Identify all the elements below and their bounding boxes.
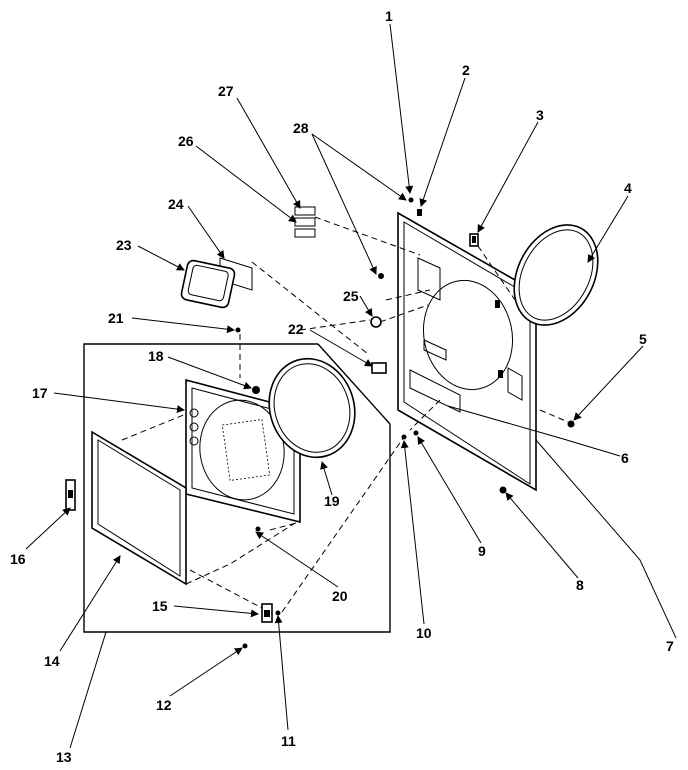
callout-12: 12 xyxy=(156,697,172,713)
door-assembly-box xyxy=(83,343,391,633)
hinge-bracket xyxy=(469,233,479,247)
callout-27: 27 xyxy=(218,83,234,99)
callout-5: 5 xyxy=(639,331,647,347)
screw-12 xyxy=(242,643,248,649)
callout-9: 9 xyxy=(478,543,486,559)
callout-19: 19 xyxy=(324,493,340,509)
door-glass-ring xyxy=(268,357,356,459)
callout-2: 2 xyxy=(462,62,470,78)
callout-11: 11 xyxy=(281,733,296,749)
callout-16: 16 xyxy=(10,551,26,567)
callout-10: 10 xyxy=(416,625,432,641)
control-housing xyxy=(180,257,253,309)
screw xyxy=(408,197,414,203)
clip xyxy=(417,209,422,216)
callout-7: 7 xyxy=(666,638,674,654)
screw-18 xyxy=(252,386,260,394)
callout-20: 20 xyxy=(332,588,348,604)
screw-20 xyxy=(255,526,261,532)
callout-21: 21 xyxy=(108,310,124,326)
callout-14: 14 xyxy=(44,653,60,669)
callout-23: 23 xyxy=(116,237,132,253)
callout-24: 24 xyxy=(168,196,184,212)
screw-9 xyxy=(413,430,419,436)
screw-28 xyxy=(378,273,384,279)
callout-25: 25 xyxy=(343,288,359,304)
door-latch xyxy=(65,479,76,511)
callout-3: 3 xyxy=(536,107,544,123)
screw-5 xyxy=(567,420,575,428)
screw-21 xyxy=(235,327,241,333)
screw-11 xyxy=(275,610,281,616)
callout-15: 15 xyxy=(152,598,168,614)
callout-8: 8 xyxy=(576,577,584,593)
callout-28: 28 xyxy=(293,120,309,136)
connector xyxy=(371,362,387,374)
callout-13: 13 xyxy=(56,749,72,765)
callout-17: 17 xyxy=(32,385,48,401)
door-seal-ring xyxy=(513,224,599,326)
screw-25 xyxy=(370,316,382,328)
screw-8 xyxy=(499,486,507,494)
lower-hinge xyxy=(261,603,273,623)
outer-door-panel xyxy=(91,430,187,586)
label-plate xyxy=(294,206,316,238)
callout-4: 4 xyxy=(624,180,632,196)
callout-6: 6 xyxy=(621,450,629,466)
front-panel xyxy=(397,211,537,492)
callout-26: 26 xyxy=(178,133,194,149)
callout-1: 1 xyxy=(385,8,393,24)
callout-18: 18 xyxy=(148,348,164,364)
callout-22: 22 xyxy=(288,321,304,337)
